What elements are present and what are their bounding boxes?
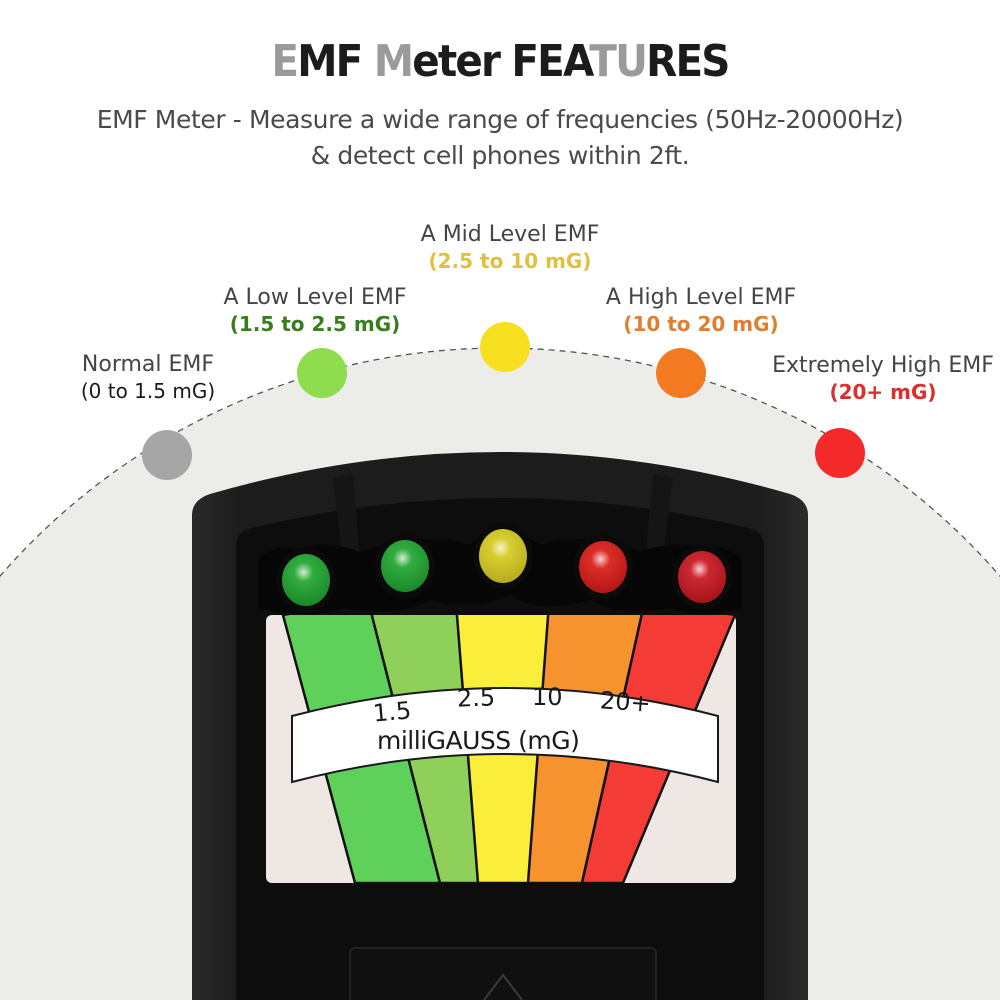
level-name: A High Level EMF — [605, 285, 797, 310]
led-yellow — [479, 529, 527, 583]
level-label-extreme: Extremely High EMF (20+ mG) — [772, 352, 994, 405]
level-label-high: A High Level EMF (10 to 20 mG) — [606, 284, 796, 337]
button-arrow-icon — [483, 973, 523, 1000]
level-label-mid: A Mid Level EMF (2.5 to 10 mG) — [421, 221, 600, 274]
level-range: (2.5 to 10 mG) — [428, 249, 592, 273]
level-range: (0 to 1.5 mG) — [80, 379, 216, 403]
led-red-1 — [579, 541, 627, 593]
level-range: (10 to 20 mG) — [623, 312, 779, 336]
level-dot-mid — [480, 322, 530, 372]
subtitle-line-2: & detect cell phones within 2ft. — [310, 141, 690, 170]
level-dot-high — [656, 348, 706, 398]
level-name: Extremely High EMF — [772, 353, 994, 378]
clip-left — [333, 474, 360, 565]
level-label-low: A Low Level EMF (1.5 to 2.5 mG) — [224, 284, 407, 337]
led-red-2 — [678, 551, 726, 603]
page-title: EMF Meter FEATURES — [271, 36, 730, 87]
subtitle-line-1: EMF Meter - Measure a wide range of freq… — [96, 105, 904, 134]
clip-right — [645, 474, 673, 565]
level-name: A Mid Level EMF — [420, 222, 600, 247]
level-name: A Low Level EMF — [223, 285, 407, 310]
level-dot-normal — [142, 430, 192, 480]
level-label-normal: Normal EMF (0 to 1.5 mG) — [81, 351, 215, 404]
emf-device — [192, 452, 808, 1000]
page-subtitle: EMF Meter - Measure a wide range of freq… — [0, 102, 1000, 174]
level-dot-extreme — [815, 428, 865, 478]
led-green-2 — [381, 540, 429, 592]
level-dot-low — [297, 348, 347, 398]
led-green-1 — [282, 554, 330, 606]
scale-banner — [291, 687, 719, 784]
level-range: (20+ mG) — [829, 380, 937, 404]
level-name: Normal EMF — [81, 352, 215, 377]
level-range: (1.5 to 2.5 mG) — [229, 312, 401, 336]
